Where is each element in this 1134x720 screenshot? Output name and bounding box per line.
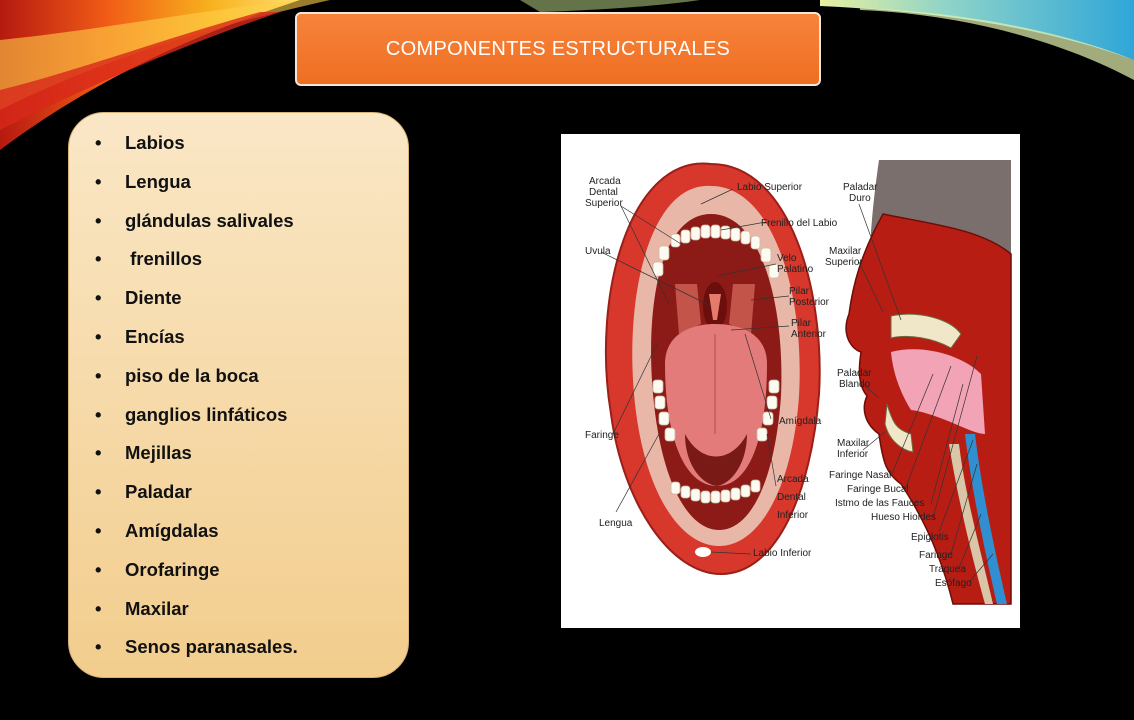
list-item: • frenillos (95, 248, 298, 287)
label-paladar-blando: Blando (839, 379, 871, 390)
list-item: • Paladar (95, 481, 298, 520)
bullet-icon: • (95, 325, 102, 347)
list-item-label: frenillos (125, 248, 203, 270)
label-arcada-inferior: Arcada (777, 474, 809, 485)
list-item: • ganglios linfáticos (95, 404, 298, 443)
label-arcada-inferior: Inferior (777, 510, 809, 521)
bullet-icon: • (95, 481, 102, 503)
bullet-icon: • (95, 287, 102, 309)
bullet-icon: • (95, 364, 102, 386)
list-item-label: ganglios linfáticos (125, 403, 288, 425)
label-faringe-bucal: Faringe Bucal (847, 484, 909, 495)
label-labio-inferior: Labio Inferior (753, 548, 812, 559)
label-arcada-inferior: Dental (777, 492, 806, 503)
list-item-label: Labios (125, 132, 185, 153)
label-labio-superior: Labio Superior (737, 182, 803, 193)
bullet-icon: • (95, 403, 102, 425)
list-item-label: Senos paranasales. (125, 636, 298, 658)
bullet-icon: • (95, 597, 102, 619)
list-item: • Mejillas (95, 442, 298, 481)
label-uvula: Uvula (585, 246, 611, 257)
list-item-label: Mejillas (125, 442, 192, 464)
page-title: COMPONENTES ESTRUCTURALES (385, 37, 731, 60)
label-traquea: Traquea (929, 564, 966, 575)
label-maxilar-inferior: Inferior (837, 449, 869, 460)
list-item-label: Encías (125, 325, 185, 347)
bullet-icon: • (95, 132, 102, 153)
list-item: • Labios (95, 132, 298, 171)
label-hueso-hioides: Hueso Hioides (871, 512, 936, 523)
label-maxilar-superior: Maxilar (829, 246, 862, 257)
label-lengua: Lengua (599, 518, 633, 529)
label-faringe-nasal: Faringe Nasal (829, 470, 891, 481)
list-item: • Lengua (95, 171, 298, 210)
list-item: • Maxilar (95, 598, 298, 637)
title-banner: COMPONENTES ESTRUCTURALES (295, 12, 821, 86)
bullet-icon: • (95, 558, 102, 580)
label-esofago: Esófago (935, 578, 972, 589)
label-epiglotis: Epiglotis (911, 532, 949, 543)
bullet-icon: • (95, 636, 102, 658)
label-arcada-superior: Superior (585, 198, 623, 209)
list-item: • Encías (95, 326, 298, 365)
list-item: • Diente (95, 287, 298, 326)
label-pilar-anterior: Anterior (791, 329, 827, 340)
list-item: • piso de la boca (95, 365, 298, 404)
list-item-label: Lengua (125, 170, 191, 192)
list-item-label: Maxilar (125, 597, 189, 619)
label-arcada-superior: Dental (589, 187, 618, 198)
bullet-icon: • (95, 248, 102, 270)
label-faringe: Faringe (585, 430, 619, 441)
list-item-label: glándulas salivales (125, 209, 294, 231)
list-item-label: Diente (125, 287, 182, 309)
label-velo: Velo (777, 253, 797, 264)
label-velo: Palatino (777, 264, 814, 275)
decorative-header-swirl (0, 0, 1134, 150)
list-item-label: Amígdalas (125, 519, 219, 541)
label-pilar-anterior: Pilar (791, 318, 812, 329)
list-item-label: Orofaringe (125, 558, 220, 580)
label-maxilar-superior: Superior (825, 257, 863, 268)
label-paladar-blando: Paladar (837, 368, 872, 379)
label-pilar-posterior: Posterior (789, 297, 830, 308)
mouth-anatomy-illustration: Arcada Dental Superior Labio Superior Fr… (585, 160, 1012, 605)
bullet-icon: • (95, 170, 102, 192)
components-list-panel: • Labios • Lengua • glándulas salivales • f… (68, 112, 409, 678)
label-istmo-fauces: Istmo de las Fauces (835, 498, 924, 509)
list-item-label: Paladar (125, 481, 192, 503)
side-head-drawing (845, 160, 1012, 605)
list-item: • Amígdalas (95, 520, 298, 559)
leader-lines (600, 188, 994, 583)
mouth-anatomy-figure: Arcada Dental Superior Labio Superior Fr… (561, 134, 1020, 628)
label-pilar-posterior: Pilar (789, 286, 810, 297)
bullet-icon: • (95, 519, 102, 541)
list-item: • Orofaringe (95, 559, 298, 598)
label-paladar-duro: Paladar (843, 182, 878, 193)
list-item-label: piso de la boca (125, 364, 259, 386)
label-maxilar-inferior: Maxilar (837, 438, 870, 449)
label-frenillo: Frenillo del Labio (761, 218, 838, 229)
bullet-icon: • (95, 209, 102, 231)
label-faringe-side: Faringe (919, 550, 953, 561)
label-arcada-superior: Arcada (589, 176, 621, 187)
list-item: • Senos paranasales. (95, 636, 298, 675)
label-amigdala: Amígdala (779, 416, 822, 427)
components-list: • Labios • Lengua • glándulas salivales • f… (95, 132, 298, 675)
label-paladar-duro: Duro (849, 193, 871, 204)
list-item: • glándulas salivales (95, 210, 298, 249)
bullet-icon: • (95, 442, 102, 464)
